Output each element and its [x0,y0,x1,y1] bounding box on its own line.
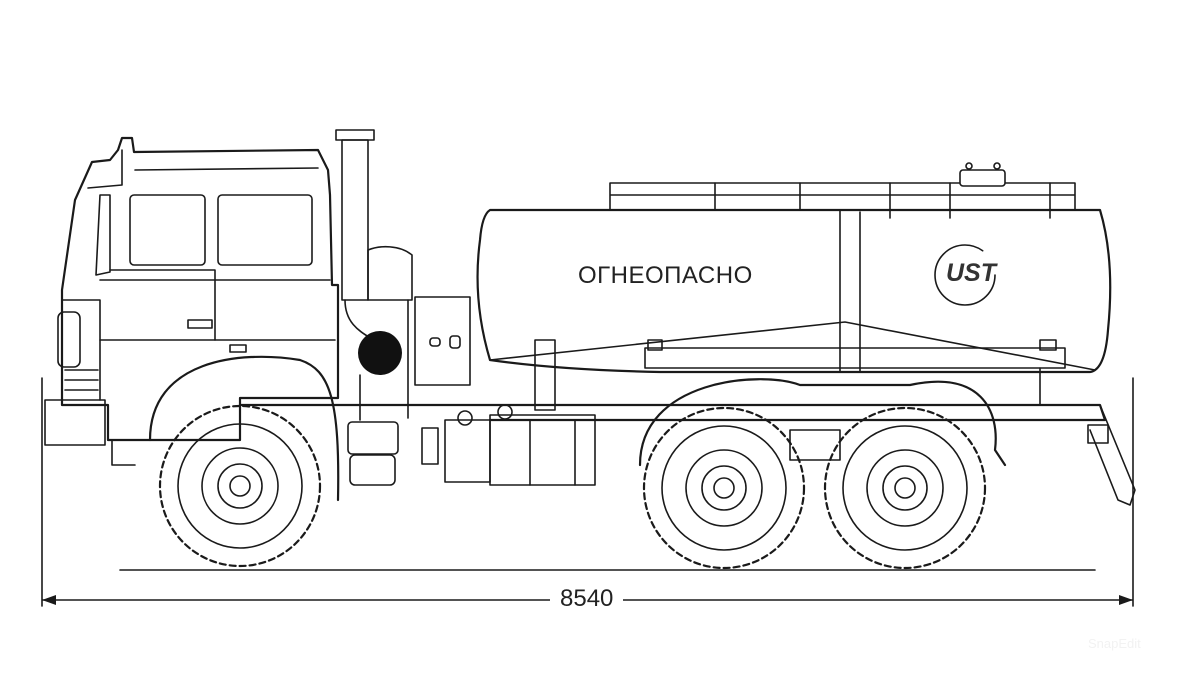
dimension-line [41,377,1134,607]
watermark: SnapEdit [1088,636,1141,651]
wheels [158,404,987,570]
cab [44,136,340,502]
middle-wheel [642,406,806,570]
rear-wheel [823,406,987,570]
tank-warning-label: ОГНЕОПАСНО [578,262,753,289]
brand-logo: UST [946,259,996,287]
fuel-cap-icon [358,331,402,375]
length-dimension: 8540 [550,585,624,613]
front-wheel [158,404,322,568]
tank [476,162,1112,411]
ust-logo-ring [934,244,996,306]
exhaust-stack [335,129,471,421]
chassis [238,378,1136,506]
